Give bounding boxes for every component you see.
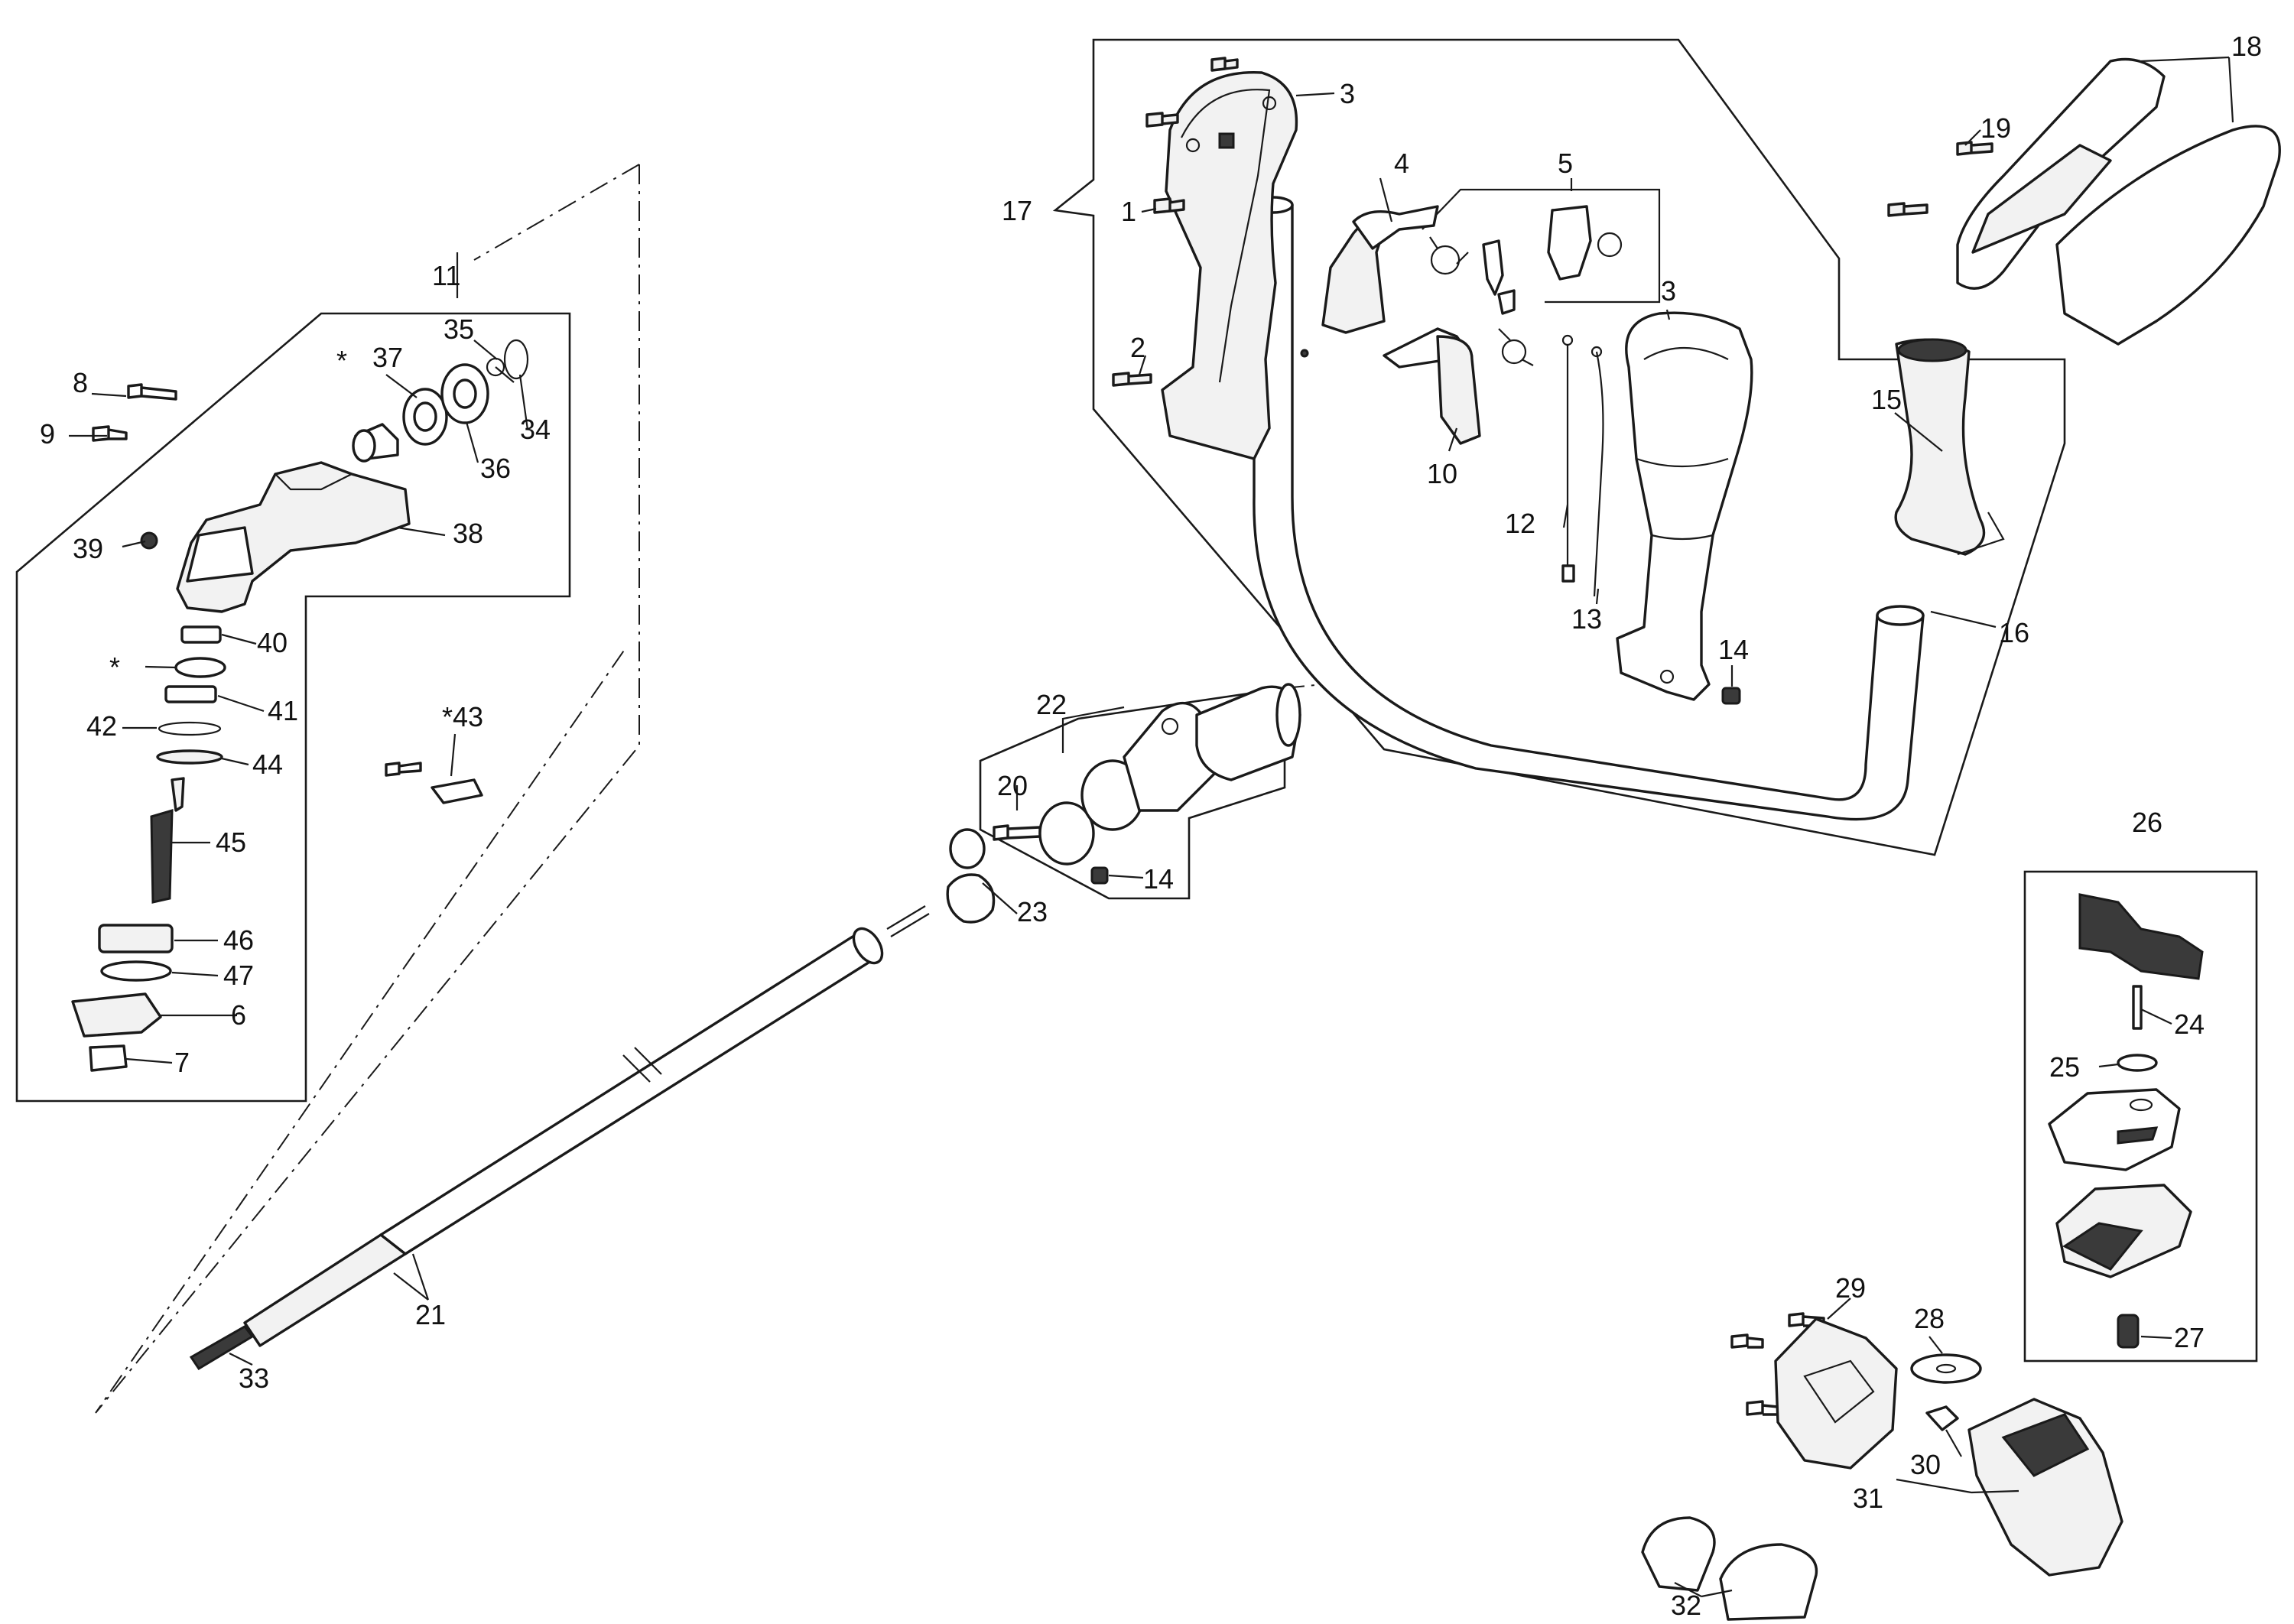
label-32: 32 — [1671, 1590, 1701, 1621]
part-labels: 3 1 17 2 4 5 10 12 13 3 14 15 16 18 19 2… — [40, 31, 2262, 1621]
label-9: 9 — [40, 418, 55, 450]
label-31: 31 — [1853, 1483, 1883, 1514]
label-29: 29 — [1835, 1272, 1866, 1304]
label-7: 7 — [174, 1047, 190, 1078]
label-13: 13 — [1571, 603, 1602, 635]
clamp-group-outline — [979, 687, 1286, 900]
handle-subgroup-5-outline — [1422, 188, 1661, 304]
label-14b: 14 — [1143, 863, 1174, 895]
spring-set-part — [1429, 205, 1623, 366]
label-43: *43 — [442, 701, 483, 732]
label-1: 1 — [1121, 196, 1136, 227]
label-40: 40 — [257, 627, 288, 658]
lower-mount-parts — [1641, 1312, 2123, 1621]
label-44: 44 — [252, 749, 283, 780]
label-28: 28 — [1914, 1303, 1945, 1334]
label-15: 15 — [1871, 384, 1902, 415]
label-47: 47 — [223, 960, 254, 991]
gearhead-dash-top — [473, 164, 640, 261]
label-10: 10 — [1427, 458, 1457, 489]
label-26: 26 — [2132, 807, 2162, 838]
screw-parts — [1112, 57, 1239, 387]
label-33: 33 — [239, 1363, 269, 1394]
label-star1: * — [336, 345, 347, 376]
label-17: 17 — [1002, 195, 1032, 226]
label-27: 27 — [2174, 1322, 2205, 1353]
label-46: 46 — [223, 924, 254, 956]
gearhead-parts — [71, 339, 529, 1072]
label-35: 35 — [444, 313, 474, 345]
label-34: 34 — [520, 414, 551, 445]
label-6: 6 — [231, 999, 246, 1031]
label-3b: 3 — [1661, 275, 1676, 307]
label-5: 5 — [1558, 148, 1573, 179]
gearhead-group-outline — [15, 312, 571, 1103]
label-8: 8 — [73, 367, 88, 398]
label-25: 25 — [2049, 1051, 2080, 1083]
label-42: 42 — [86, 710, 117, 742]
label-36: 36 — [480, 453, 511, 484]
label-2: 2 — [1130, 332, 1145, 363]
mount-parts — [2048, 893, 2204, 1349]
group-outlines — [15, 38, 2258, 1414]
label-22: 22 — [1036, 689, 1067, 720]
label-4: 4 — [1394, 148, 1409, 179]
label-45: 45 — [216, 827, 246, 858]
label-39: 39 — [73, 533, 103, 564]
handle-half-left — [1161, 71, 1298, 460]
label-37: 37 — [372, 342, 403, 373]
label-21: 21 — [415, 1299, 446, 1330]
label-23: 23 — [1017, 896, 1048, 927]
label-3a: 3 — [1340, 78, 1355, 109]
drive-shaft-part — [189, 905, 930, 1371]
label-16: 16 — [1999, 617, 2029, 648]
label-14a: 14 — [1718, 634, 1749, 665]
label-18: 18 — [2231, 31, 2262, 62]
mount-group-outline — [2023, 870, 2258, 1363]
label-star2: * — [109, 651, 120, 683]
label-24: 24 — [2174, 1009, 2205, 1040]
throttle-lever-part — [1321, 205, 1439, 334]
label-11: 11 — [432, 260, 460, 291]
leader-lines — [69, 56, 2234, 1598]
label-38: 38 — [453, 518, 483, 549]
engine-cover-part — [1956, 57, 2281, 346]
label-19: 19 — [1980, 112, 2011, 144]
nut-part — [1721, 687, 1741, 705]
clamp-parts — [946, 683, 1301, 924]
throttle-rod-parts — [1561, 334, 1604, 597]
handle-group-outline — [1052, 38, 2066, 856]
label-41: 41 — [268, 695, 298, 726]
label-30: 30 — [1910, 1449, 1941, 1480]
throttle-trigger-part — [1383, 327, 1481, 445]
screw-parts-19 — [1887, 141, 1993, 217]
grip-part-15 — [1894, 338, 1986, 556]
label-20: 20 — [997, 770, 1028, 801]
handle-half-right — [1616, 311, 1753, 701]
gearhead-dash-link — [95, 164, 640, 1414]
label-12: 12 — [1505, 508, 1535, 539]
